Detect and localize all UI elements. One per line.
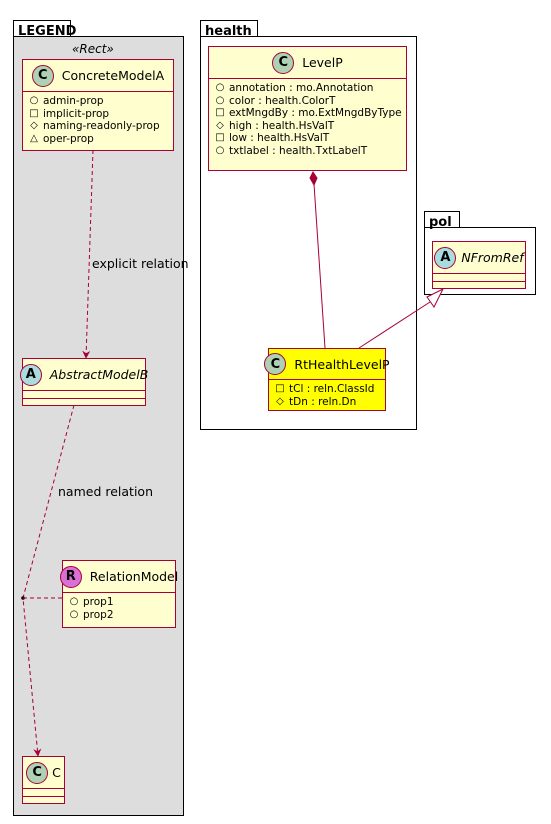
public-visibility-icon: ○ (215, 144, 225, 156)
relation-model-class[interactable]: R RelationModel ○prop1 ○prop2 (59, 560, 179, 628)
composition-diamond (309, 171, 318, 187)
class-name: NFromRef (461, 250, 524, 265)
attribute-list: ○prop1 ○prop2 (63, 593, 175, 624)
explicit-relation-line[interactable] (82, 149, 94, 359)
attribute-row: ○prop2 (69, 608, 114, 621)
attribute-row: □implicit-prop (29, 107, 110, 120)
public-visibility-icon: ○ (69, 608, 79, 620)
attribute-list: ○annotation : mo.Annotation ○color : hea… (209, 79, 406, 160)
attribute-row: △oper-prop (30, 132, 94, 145)
attribute-row: ○annotation : mo.Annotation (215, 82, 374, 94)
level-p-class[interactable]: C LevelP ○annotation : mo.Annotation ○co… (208, 46, 407, 171)
class-name: RtHealthLevelP (294, 356, 390, 372)
private-visibility-icon: □ (275, 383, 285, 394)
legend-package-tab: LEGEND (13, 20, 76, 39)
protected-visibility-icon: ◇ (216, 119, 224, 131)
legend-package (13, 36, 184, 816)
attribute-row: □tCl : reln.ClassId (275, 383, 375, 395)
class-r-icon: R (59, 565, 82, 588)
legend-stereotype: «Rect» (72, 42, 114, 56)
public-visibility-icon: ○ (215, 82, 225, 93)
protected-visibility-icon: ◇ (276, 395, 284, 407)
health-package (200, 36, 417, 430)
c-class[interactable]: C C (22, 756, 65, 804)
attribute-list: ○admin-prop □implicit-prop ◇naming-reado… (23, 92, 173, 148)
public-visibility-icon: ○ (29, 95, 39, 106)
private-visibility-icon: □ (29, 107, 39, 119)
public-visibility-icon: ○ (215, 94, 225, 106)
class-name: AbstractModelB (49, 367, 149, 382)
attribute-row: ◇tDn : reln.Dn (276, 395, 357, 408)
class-name: LevelP (302, 55, 343, 70)
attribute-row: ○prop1 (69, 596, 114, 608)
class-a-icon: A (434, 246, 457, 269)
attribute-row: ○txtlabel : health.TxtLabelT (215, 144, 368, 157)
class-c-icon: C (31, 64, 54, 87)
private-visibility-icon: □ (215, 132, 225, 143)
n-from-ref-class[interactable]: A NFromRef (432, 241, 526, 289)
pol-package-tab: pol (424, 211, 460, 230)
pol-package (424, 227, 536, 295)
class-c-icon: C (272, 51, 295, 74)
rt-health-level-p-class[interactable]: C RtHealthLevelP □tCl : reln.ClassId ◇tD… (264, 348, 390, 411)
attribute-row: ◇naming-readonly-prop (30, 120, 160, 132)
inheritance-line[interactable] (358, 301, 431, 349)
health-package-tab: health (200, 20, 258, 39)
class-name: RelationModel (89, 569, 179, 584)
class-c-icon: C (26, 761, 49, 784)
class-name: ConcreteModelA (61, 68, 165, 83)
attribute-row: ○color : health.ColorT (215, 94, 336, 107)
attribute-row: □low : health.HsValT (215, 132, 330, 144)
inheritance-triangle (426, 287, 445, 308)
attribute-row: ◇high : health.HsValT (216, 119, 335, 132)
explicit-relation-label: explicit relation (92, 256, 189, 271)
abstract-model-b-class[interactable]: A AbstractModelB (19, 358, 149, 406)
class-c-icon: C (264, 353, 287, 375)
package-visibility-icon: △ (30, 132, 38, 144)
public-visibility-icon: ○ (69, 596, 79, 607)
named-relation-label: named relation (58, 484, 153, 499)
class-a-icon: A (19, 363, 42, 386)
private-visibility-icon: □ (215, 107, 225, 118)
composition-line[interactable] (313, 183, 326, 349)
class-name: C (52, 765, 61, 780)
concrete-model-a-class[interactable]: C ConcreteModelA ○admin-prop □implicit-p… (22, 59, 174, 151)
attribute-row: ○admin-prop (29, 95, 104, 107)
attribute-list: □tCl : reln.ClassId ◇tDn : reln.Dn (269, 380, 385, 411)
protected-visibility-icon: ◇ (30, 120, 38, 131)
attribute-row: □extMngdBy : mo.ExtMngdByType (215, 107, 402, 119)
